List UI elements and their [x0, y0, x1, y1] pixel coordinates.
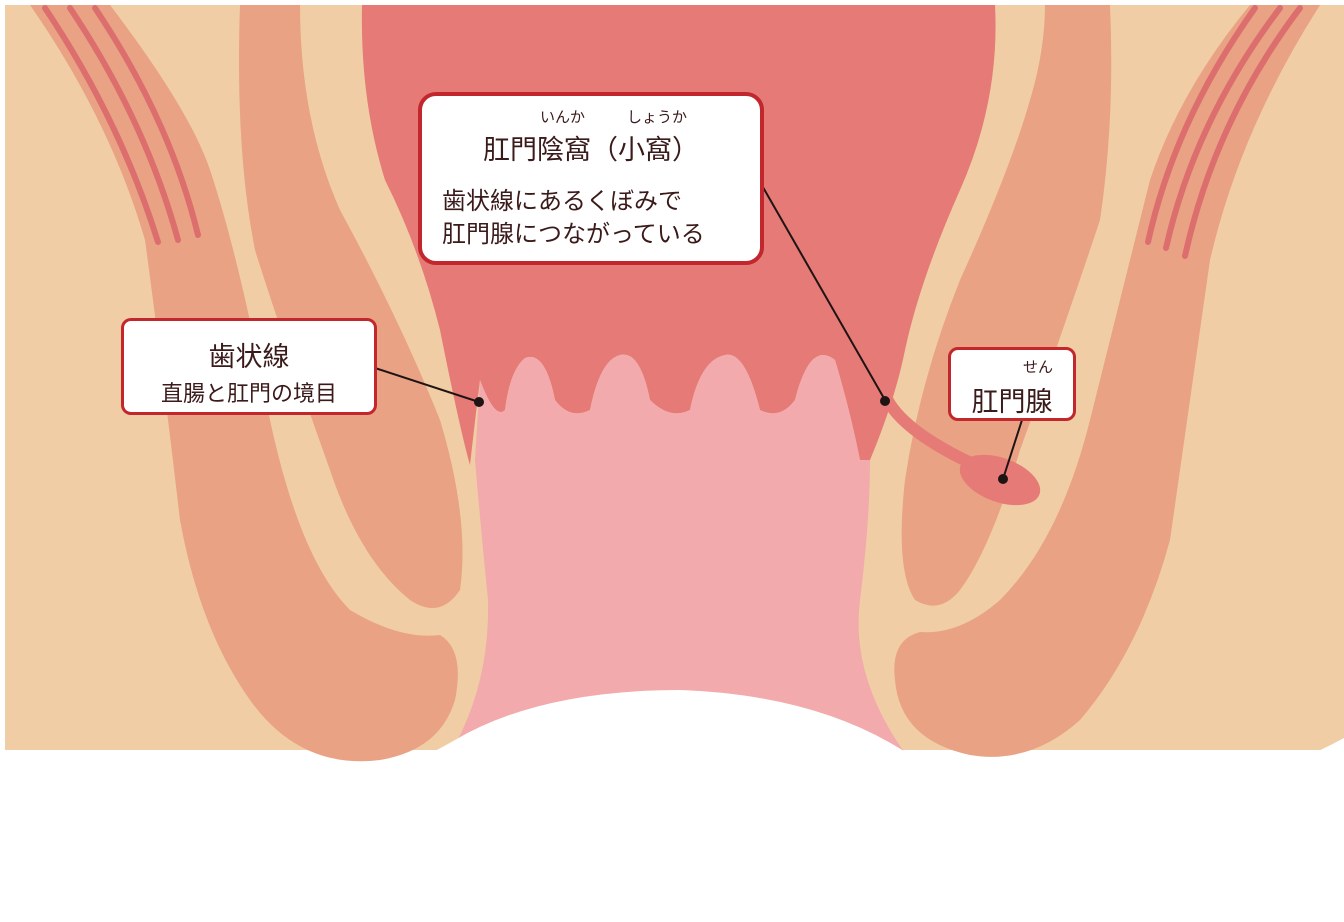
- gland-ruby-sen: せん: [1023, 358, 1054, 376]
- crypt-line-2: 肛門腺につながっている: [442, 220, 705, 248]
- crypt-callout: いんか しょうか 肛門陰窩（小窩） 歯状線にあるくぼみで 肛門腺につながっている: [418, 92, 764, 265]
- dentate-subtitle: 直腸と肛門の境目: [160, 382, 337, 407]
- leader-lines: [374, 181, 1023, 480]
- anal-gland-callout: せん 肛門腺: [948, 347, 1076, 421]
- crypt-line-1: 歯状線にあるくぼみで: [442, 187, 682, 215]
- gland-title: 肛門腺: [971, 387, 1053, 418]
- anal-canal: [455, 354, 910, 760]
- left-inner-muscle: [239, 5, 463, 608]
- buttock-skin-edge: [5, 690, 1344, 922]
- muscle-fibers: [42, 5, 1303, 259]
- crypt-ruby-shouka: しょうか: [627, 108, 688, 126]
- crypt-title: 肛門陰窩（小窩）: [483, 135, 699, 166]
- crypt-ruby-inka: いんか: [540, 108, 586, 126]
- right-outer-muscle: [894, 5, 1320, 757]
- dentate-line-callout: 歯状線 直腸と肛門の境目: [121, 318, 377, 415]
- pointer-dots: [474, 396, 1008, 484]
- dentate-title: 歯状線: [208, 342, 290, 373]
